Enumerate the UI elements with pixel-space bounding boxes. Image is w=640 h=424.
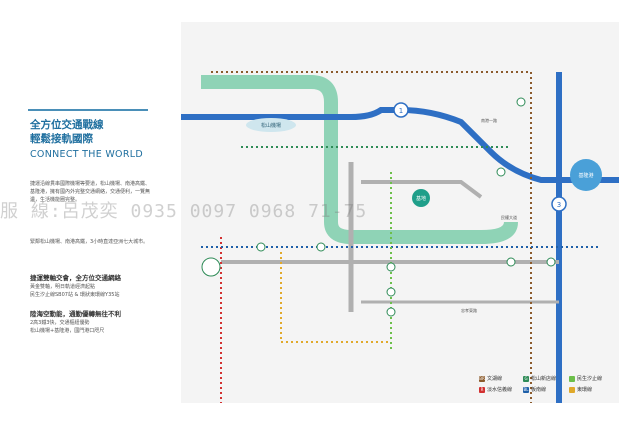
legend-item-tamsui: R 淡水信義線 [479,386,512,393]
page-title-zh: 全方位交通戰線 輕鬆接軌國際 [30,119,104,145]
site-marker [412,189,430,207]
legend-item-songshan: G 松山新店線 [523,375,556,382]
legend-label: 東環線 [577,387,593,393]
legend-label: 松山新店線 [531,376,557,382]
port-label: 基隆港 [578,172,593,179]
transit-map-svg: 松山機場 基隆港 1 3 基地 南港一路 民權大道 忠孝東路 [181,71,619,403]
station-marker [496,167,506,177]
section-list-2: 2高3鐵3快，交通樞紐優勢 松山機場+基隆港，國門港口咫尺 [30,320,105,334]
station-marker [506,257,516,267]
page-title-en: CONNECT THE WORLD [30,149,143,160]
airport-shape [246,118,296,132]
road-label-3: 忠孝東路 [461,307,477,313]
legend-swatch-icon: R [479,386,485,393]
highway-badge-1-text: 1 [399,107,403,115]
accent-divider [28,109,148,111]
station-marker [386,307,396,317]
legend-item-wenhu: BR 文湖線 [479,375,502,382]
legend-label: 淡水信義線 [487,387,513,393]
line-east-ring [280,252,391,343]
station-marker [256,242,266,252]
intro-paragraph: 捷運沿線貫串國際機場等要道，松山機場、南港高鐵、基隆港，擁有國內外完整交通網絡，… [30,181,151,203]
highway-badge-3 [551,196,567,212]
section-list-1: 黃金雙軸，明日軌道經濟起點 民生汐止線SB07站 & 環狀東環線Y35站 [30,284,120,298]
river [201,75,518,244]
airport-label: 松山機場 [261,122,281,129]
legend-item-bannan: BL 板南線 [523,386,546,393]
line-wenhu [211,71,532,403]
station-marker [516,97,526,107]
legend-swatch-icon [569,375,575,382]
station-marker [316,242,326,252]
section-heading-1: 捷運雙軸交會，全方位交通網絡 [30,274,121,282]
road-grey-3 [361,180,483,199]
port-circle [570,159,602,191]
legend-item-east-ring: 東環線 [569,386,592,393]
station-marker [386,262,396,272]
legend-label: 民生汐止線 [577,376,603,382]
transit-map: 松山機場 基隆港 1 3 基地 南港一路 民權大道 忠孝東路 BR [181,22,619,403]
station-marker [386,287,396,297]
road-label-2: 民權大道 [501,214,517,220]
highway-main [181,107,619,183]
legend-label: 文湖線 [487,376,503,382]
section-heading-2: 陸海空動能，通勤優轉無往不利 [30,310,121,318]
highway-badge-1 [393,102,409,118]
station-marker-large [201,257,221,277]
highway-badge-3-text: 3 [557,201,561,209]
road-label-1: 南港一路 [481,117,497,123]
legend-label: 板南線 [531,387,547,393]
legend-swatch-icon: G [523,375,529,382]
second-paragraph: 緊鄰松山機場、南港高鐵，3小時直達亞洲七大城市。 [30,239,149,245]
legend-swatch-icon: BL [523,386,529,393]
watermark-text: 服 線:呂茂奕 0935 0097 0968 71-75 [0,201,368,222]
legend-swatch-icon [569,386,575,393]
left-info-panel: 全方位交通戰線 輕鬆接軌國際 CONNECT THE WORLD 捷運沿線貫串國… [0,0,160,424]
site-label: 基地 [416,195,426,202]
legend-item-minsheng: 民生汐止線 [569,375,602,382]
station-marker [546,257,556,267]
legend-swatch-icon: BR [479,375,485,382]
